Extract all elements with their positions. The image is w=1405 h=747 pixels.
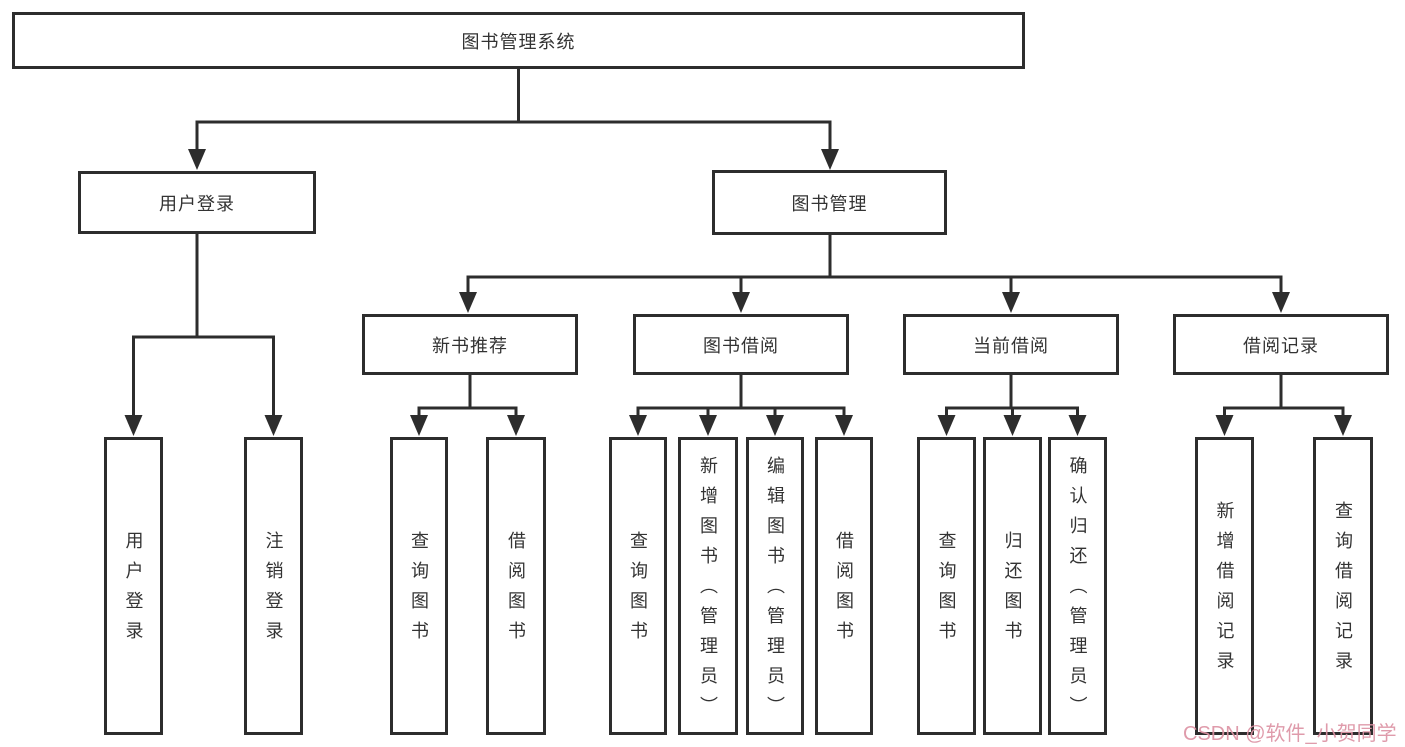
node-query-books-recommend: 查询图书 — [390, 437, 448, 735]
node-book-borrowing: 图书借阅 — [633, 314, 849, 375]
node-confirm-return-admin: 确认归还（管理员） — [1048, 437, 1107, 735]
node-return-books: 归还图书 — [983, 437, 1042, 735]
node-query-books-borrow: 查询图书 — [609, 437, 667, 735]
node-borrow-books-recommend: 借阅图书 — [486, 437, 546, 735]
node-logout-leaf: 注销登录 — [244, 437, 303, 735]
node-book-management: 图书管理 — [712, 170, 947, 235]
node-query-borrow-record: 查询借阅记录 — [1313, 437, 1373, 735]
node-user-login: 用户登录 — [78, 171, 316, 234]
node-add-borrow-record: 新增借阅记录 — [1195, 437, 1254, 735]
node-edit-books-admin: 编辑图书（管理员） — [746, 437, 804, 735]
node-library-management-system: 图书管理系统 — [12, 12, 1025, 69]
node-user-login-leaf: 用户登录 — [104, 437, 163, 735]
node-query-books-current: 查询图书 — [917, 437, 976, 735]
node-new-book-recommendation: 新书推荐 — [362, 314, 578, 375]
csdn-watermark: CSDN @软件_小贺同学 — [1183, 723, 1397, 745]
node-borrowing-records: 借阅记录 — [1173, 314, 1389, 375]
node-current-borrowing: 当前借阅 — [903, 314, 1119, 375]
node-add-books-admin: 新增图书（管理员） — [678, 437, 738, 735]
node-borrow-books-leaf: 借阅图书 — [815, 437, 873, 735]
